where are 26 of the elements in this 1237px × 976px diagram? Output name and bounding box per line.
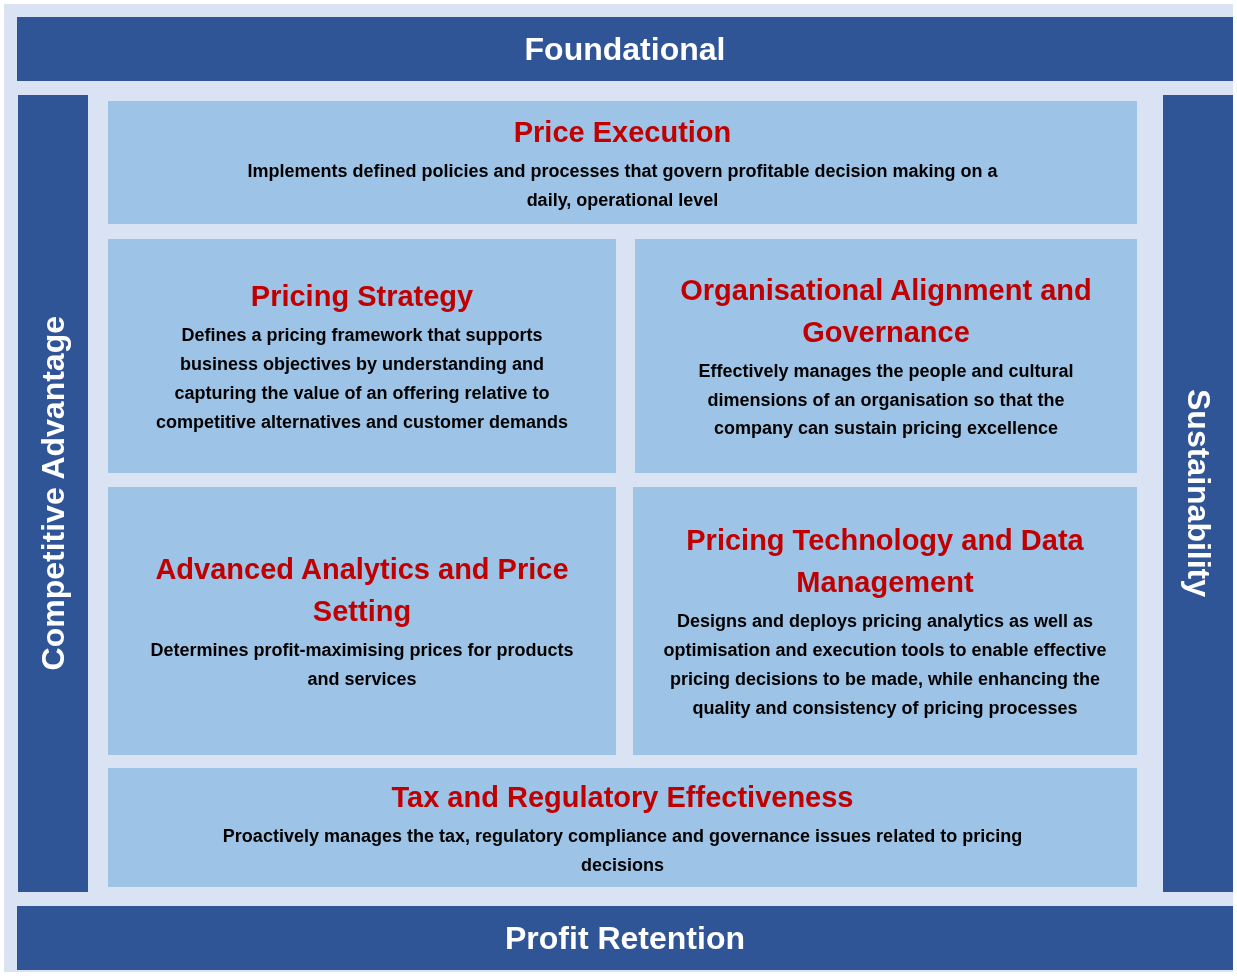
pillar-card (108, 768, 1137, 887)
pillar-description: Implements defined policies and processes that govern profitable decision making on a daily, operational level (246, 159, 999, 212)
pillar-card (108, 239, 616, 473)
pillar-heading: Organisational Alignment and Governance (679, 272, 1093, 350)
pillar-description: Determines profit-maximising prices for products and services (149, 639, 575, 692)
band-label: Sustainability (1179, 389, 1217, 598)
pillar-heading: Pricing Technology and Data Management (685, 523, 1085, 601)
framework-band (1163, 95, 1233, 892)
pillar-card (108, 101, 1137, 224)
band-label: Foundational (524, 30, 726, 68)
pillar-card (108, 487, 616, 755)
pillar-card (635, 239, 1137, 473)
pillar-description: Effectively manages the people and cultural dimensions of an organisation so that the company can sustain pricing excellence (697, 359, 1075, 441)
band-label: Competitive Advantage (34, 316, 72, 671)
pillar-description: Proactively manages the tax, regulatory compliance and governance issues related to pricing decisions (221, 824, 1024, 877)
framework-band (17, 17, 1233, 81)
framework-band (18, 95, 88, 892)
pillar-card (633, 487, 1137, 755)
pillar-heading: Tax and Regulatory Effectiveness (391, 779, 854, 815)
framework-band (17, 906, 1233, 970)
pillar-description: Designs and deploys pricing analytics as well as optimisation and execution tools to enable effective pricing decisions to be made, while enhancing the quality and consistency of pricing processes (662, 610, 1108, 720)
pillar-heading: Pricing Strategy (250, 279, 474, 315)
band-label: Profit Retention (505, 919, 745, 957)
pillar-description: Defines a pricing framework that supports business objectives by understanding and capturing the value of an offering relative to competitive alternatives and customer demands (154, 324, 570, 434)
pillar-heading: Advanced Analytics and Price Setting (154, 552, 570, 630)
pillar-heading: Price Execution (513, 114, 732, 150)
